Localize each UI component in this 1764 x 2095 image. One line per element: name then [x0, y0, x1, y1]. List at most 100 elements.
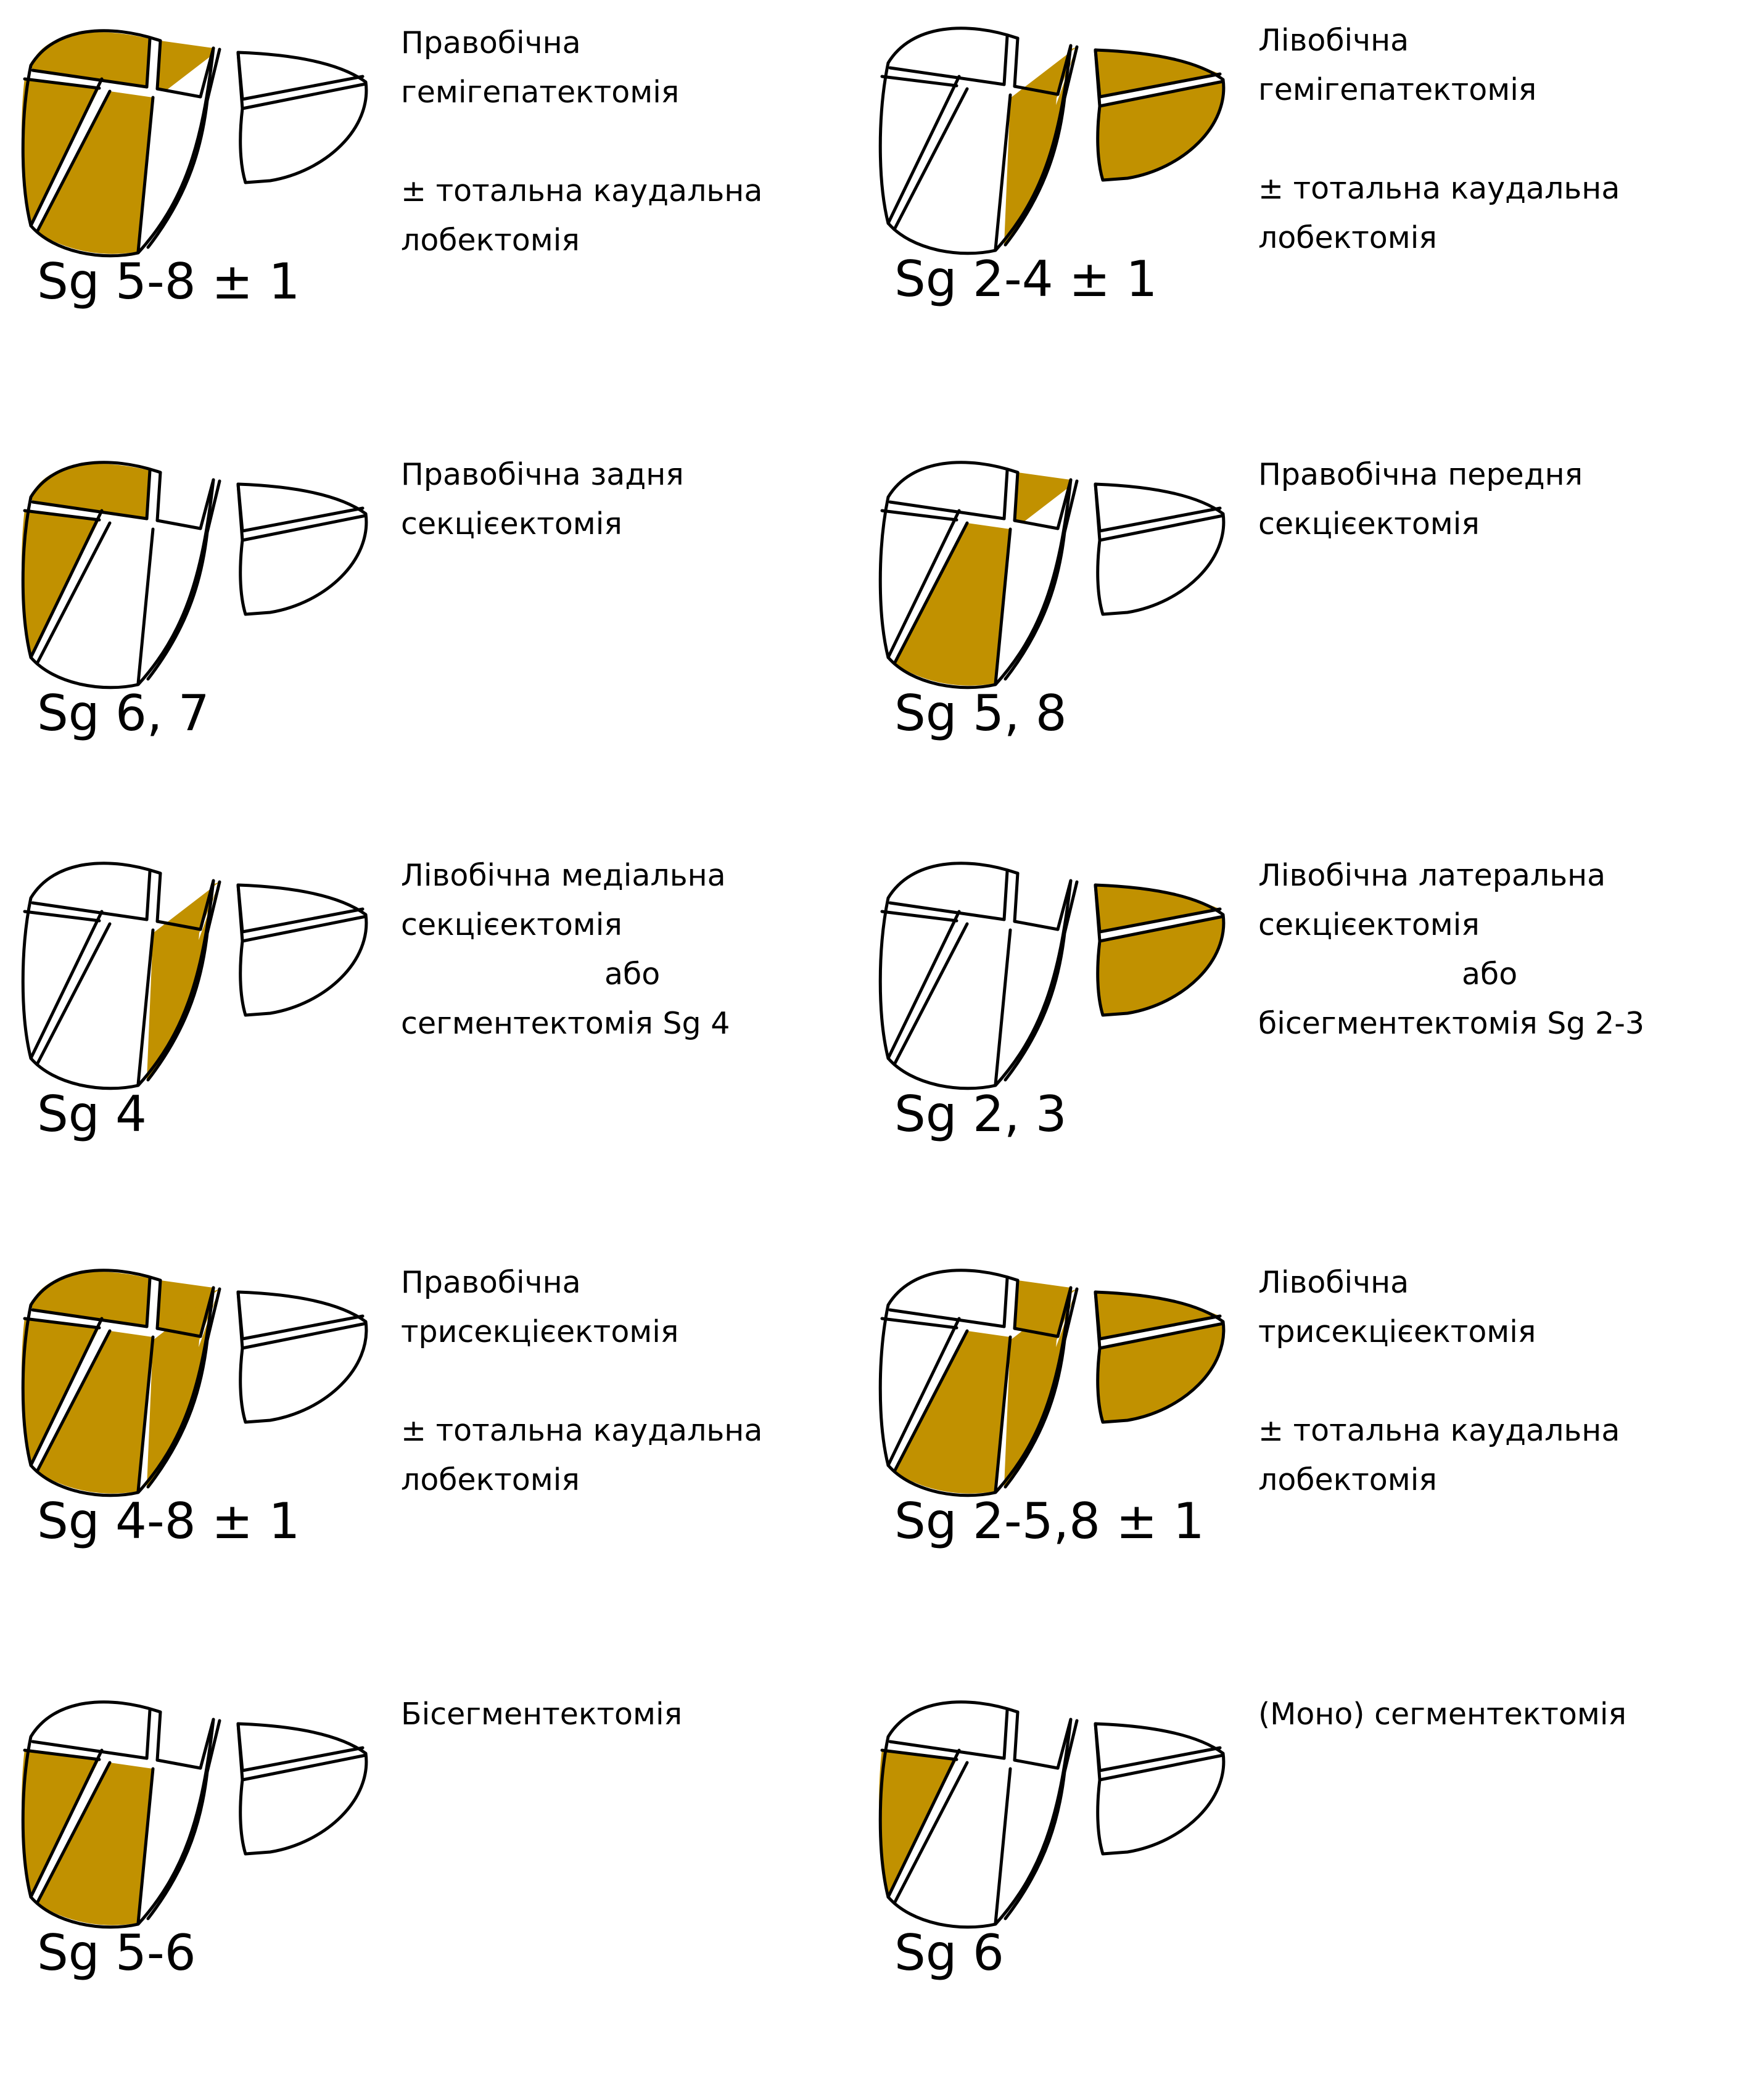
liver-diagram	[21, 1269, 368, 1497]
spacer	[1258, 115, 1739, 164]
segment-5	[894, 1331, 1010, 1494]
fissure-line	[136, 469, 244, 685]
liver-diagram	[21, 862, 368, 1090]
horizontal-fissure	[880, 500, 1225, 542]
segment-2	[238, 52, 363, 99]
resection-panel: Sg 2-4 ± 1 Лівобічна гемігепатектомія ± тот…	[857, 0, 1739, 416]
procedure-name-line: трисекцієектомія	[1258, 1314, 1536, 1349]
segment-label: Sg 5, 8	[894, 685, 1067, 742]
oblique-fissure	[886, 75, 969, 231]
spacer	[1258, 1357, 1739, 1406]
oblique-fissure	[29, 910, 112, 1066]
segment-6	[22, 1317, 99, 1465]
oblique-fissure	[29, 1317, 112, 1473]
oblique-fissure	[29, 77, 112, 234]
segment-3	[1097, 1323, 1224, 1422]
fissure-line	[136, 1277, 244, 1493]
procedure-name-line: (Моно) сегментектомія	[1258, 1697, 1626, 1732]
segment-2	[238, 1292, 363, 1339]
segment-6	[879, 509, 957, 657]
procedure-description: Бісегментектомія	[401, 1690, 882, 1739]
procedure-name-line: гемігепатектомія	[401, 75, 680, 110]
fissure-line	[136, 870, 244, 1086]
liver-diagram	[878, 461, 1226, 689]
caudate-option-line: ± тотальна каудальна	[401, 1413, 763, 1448]
segment-3	[240, 1323, 366, 1422]
segment-4	[1004, 1289, 1077, 1488]
segment-5	[894, 523, 1010, 686]
procedure-name-line: Лівобічна медіальна	[401, 858, 726, 893]
fissure-line	[994, 469, 1102, 685]
procedure-name-line: Правобічна передня	[1258, 457, 1583, 492]
liver-diagram	[878, 1269, 1226, 1497]
liver-outline-left	[1094, 1722, 1226, 1856]
segment-2	[1095, 1292, 1220, 1339]
procedure-name-line: або	[604, 957, 661, 992]
procedure-name-line: сегментектомія Sg 4	[401, 1006, 730, 1041]
procedure-description: Лівобічна медіальна секцієектомія або сегме…	[401, 851, 882, 1048]
oblique-fissure	[886, 910, 969, 1066]
segment-label: Sg 5-8 ± 1	[37, 253, 300, 310]
procedure-name-line: секцієектомія	[401, 506, 622, 541]
segment-3	[1097, 81, 1224, 180]
segment-label: Sg 4-8 ± 1	[37, 1492, 300, 1550]
procedure-name-line: Правобічна	[401, 1265, 581, 1300]
caudate-option-line: лобектомія	[401, 223, 580, 258]
segment-2	[1095, 885, 1220, 932]
liver-diagram	[21, 1700, 368, 1929]
segment-2	[1095, 484, 1220, 531]
resection-panel: Sg 2, 3 Лівобічна латеральна секцієектомія…	[857, 833, 1739, 1251]
liver-outline-left	[1094, 883, 1226, 1017]
procedure-name-line: Лівобічна латеральна	[1258, 858, 1606, 893]
segment-3	[1097, 916, 1224, 1015]
procedure-name-line: секцієектомія	[1258, 907, 1480, 942]
segment-label: Sg 4	[37, 1085, 147, 1143]
segment-5	[37, 1763, 153, 1925]
segment-5	[37, 1331, 153, 1494]
liver-outline-left	[236, 1290, 368, 1424]
segment-label: Sg 6	[894, 1924, 1004, 1982]
resection-panel: Sg 6 (Моно) сегментектомія	[857, 1671, 1739, 2090]
caudate-option-line: лобектомія	[1258, 1462, 1437, 1497]
caudate-option-line: ± тотальна каудальна	[1258, 171, 1620, 206]
segment-4	[1004, 481, 1077, 680]
procedure-description: Правобічна трисекцієектомія ± тотальна кау…	[401, 1258, 882, 1505]
segment-4	[147, 882, 220, 1081]
caudate-option-line: ± тотальна каудальна	[401, 173, 763, 208]
liver-diagram	[878, 1700, 1226, 1929]
segment-5	[894, 924, 1010, 1087]
segment-3	[1097, 1755, 1224, 1854]
segment-6	[22, 509, 99, 657]
segment-4	[1004, 1721, 1077, 1920]
fissure-line	[136, 37, 244, 253]
horizontal-fissure	[23, 500, 368, 542]
segment-label: Sg 2, 3	[894, 1085, 1067, 1143]
resection-panel: Sg 4 Лівобічна медіальна секцієектомія або с…	[0, 833, 882, 1251]
procedure-name-line: трисекцієектомія	[401, 1314, 679, 1349]
segment-4	[147, 1721, 220, 1920]
oblique-fissure	[886, 1317, 969, 1473]
procedure-name-line: Правобічна задня	[401, 457, 684, 492]
horizontal-fissure	[23, 1308, 368, 1350]
procedure-name-line: Лівобічна	[1258, 23, 1409, 58]
segment-6	[879, 1749, 957, 1897]
segment-label: Sg 2-4 ± 1	[894, 250, 1158, 308]
segment-4	[147, 49, 220, 249]
segment-6	[22, 1749, 99, 1897]
procedure-name-line: Лівобічна	[1258, 1265, 1409, 1300]
spacer	[401, 117, 882, 167]
segment-6	[879, 1317, 957, 1465]
procedure-name-line: гемігепатектомія	[1258, 72, 1537, 107]
liver-outline-left	[236, 482, 368, 616]
segment-2	[1095, 1724, 1220, 1771]
horizontal-fissure	[23, 901, 368, 943]
procedure-name-line: секцієектомія	[401, 907, 622, 942]
liver-diagram	[878, 27, 1226, 255]
horizontal-fissure	[880, 66, 1225, 108]
